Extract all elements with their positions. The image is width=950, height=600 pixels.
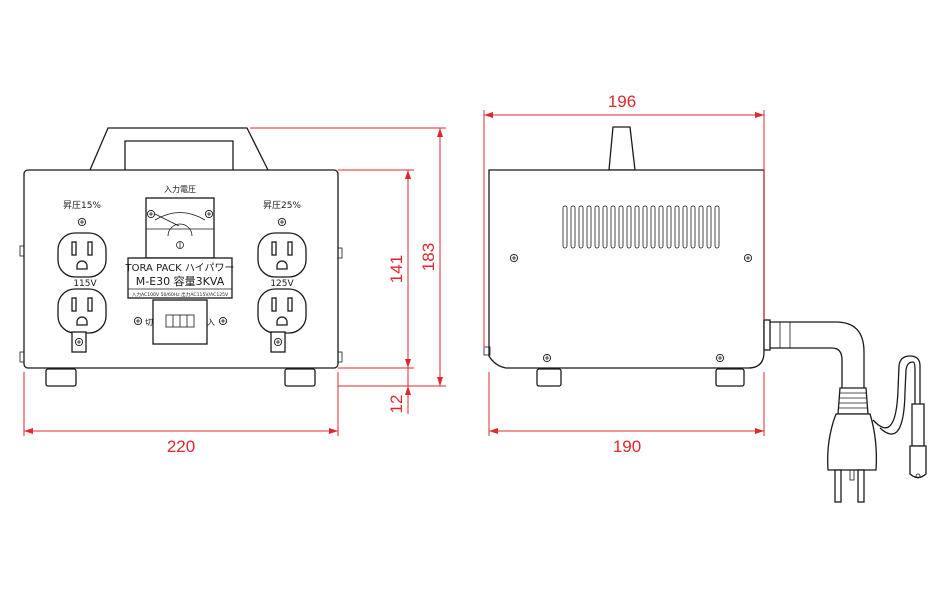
dimension-lines: 220 183 141 12 196 190 xyxy=(23,92,765,456)
right-outlet-label: 昇圧25% xyxy=(263,200,301,211)
outlet-upper-right xyxy=(257,232,307,278)
top-knob xyxy=(608,126,636,171)
plug-prong-left xyxy=(834,469,842,503)
dim-front-width: 220 xyxy=(167,437,195,456)
right-voltage-label: 125V xyxy=(270,279,294,289)
dim-total-height: 183 xyxy=(419,243,438,271)
left-voltage-label: 115V xyxy=(73,279,97,289)
side-foot-right xyxy=(715,368,745,387)
front-foot-right xyxy=(284,368,316,387)
ground-wire xyxy=(872,355,921,429)
vent-slots xyxy=(562,205,720,249)
brand-line: TORA PACK ハイパワー xyxy=(125,262,235,274)
side-foot-left xyxy=(536,368,562,387)
left-outlet-label: 昇圧15% xyxy=(63,200,101,211)
voltmeter xyxy=(145,197,215,259)
side-body xyxy=(488,169,765,369)
spec-line: 入力AC100V 50/60Hz 出力AC115V/AC125V xyxy=(132,291,229,298)
outlet-lower-right xyxy=(257,288,307,334)
plug-adapter-left xyxy=(71,331,87,353)
power-cord xyxy=(763,319,927,503)
ground-lug xyxy=(911,403,925,447)
side-view xyxy=(483,126,927,503)
dim-side-top-depth: 196 xyxy=(608,92,636,111)
outlet-upper-left xyxy=(57,232,107,278)
front-view: 昇圧15% 115V 昇圧25% 125V xyxy=(19,127,343,387)
plug-adapter-right xyxy=(270,331,286,353)
switch-off-label: 切 xyxy=(145,318,153,327)
outlet-lower-left xyxy=(57,288,107,334)
dim-side-bottom-depth: 190 xyxy=(613,437,641,456)
dim-body-height: 141 xyxy=(387,255,406,283)
power-switch[interactable] xyxy=(152,299,208,345)
front-foot-left xyxy=(45,368,77,387)
plug-body xyxy=(827,413,878,471)
dim-foot-height: 12 xyxy=(387,395,406,414)
plug-prong-right xyxy=(857,469,865,503)
switch-on-label: 入 xyxy=(207,318,215,327)
meter-title: 入力電圧 xyxy=(164,184,196,194)
nameplate: TORA PACK ハイパワー M-E30 容量3KVA 入力AC100V 50… xyxy=(125,257,235,299)
carry-handle xyxy=(89,127,269,171)
model-line: M-E30 容量3KVA xyxy=(136,274,225,288)
